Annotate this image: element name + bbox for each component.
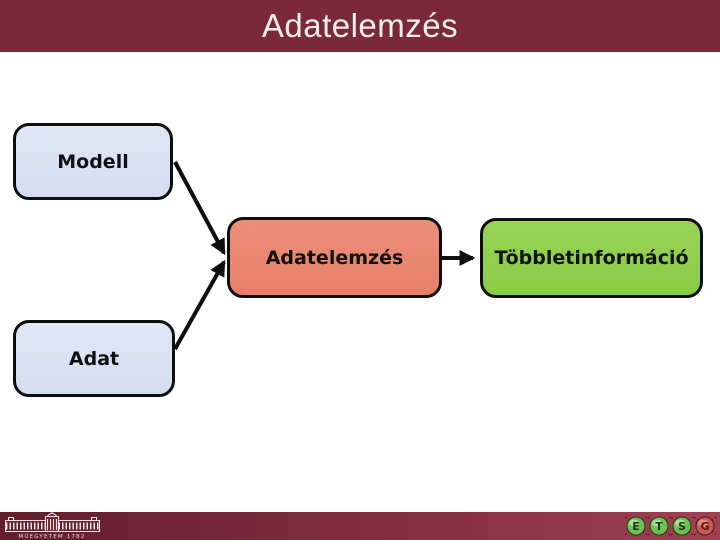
sphere-letter: G — [700, 520, 709, 533]
arrow-modell-to-adatelemzes — [173, 161, 226, 256]
university-logo: MŰEGYETEM 1782 — [5, 512, 100, 540]
arrow-adat-to-adatelemzes — [173, 259, 226, 350]
node-tobbletinformacio-label: Többletinformáció — [494, 247, 689, 269]
node-tobbletinformacio: Többletinformáció — [480, 218, 703, 298]
university-building-icon — [5, 512, 100, 532]
sphere-icon-s: S — [672, 516, 692, 536]
university-logo-caption: MŰEGYETEM 1782 — [18, 533, 85, 540]
slide-title: Adatelemzés — [261, 7, 459, 44]
slide-title-bar: Adatelemzés — [0, 0, 720, 52]
node-adatelemzes: Adatelemzés — [227, 217, 442, 298]
node-modell: Modell — [13, 123, 173, 200]
node-adatelemzes-label: Adatelemzés — [265, 246, 404, 269]
sphere-letter: S — [678, 520, 686, 533]
node-adat-label: Adat — [68, 347, 120, 370]
footer-sphere-icons: E T S G — [625, 516, 717, 536]
sphere-icon-t: T — [649, 516, 669, 536]
sphere-icon-g: G — [695, 516, 715, 536]
sphere-letter: T — [655, 520, 663, 533]
node-adat: Adat — [13, 320, 175, 397]
slide-footer-bar: MŰEGYETEM 1782 E T — [0, 512, 720, 540]
sphere-icon-e: E — [626, 516, 646, 536]
sphere-letter: E — [632, 520, 640, 533]
node-modell-label: Modell — [57, 150, 129, 173]
